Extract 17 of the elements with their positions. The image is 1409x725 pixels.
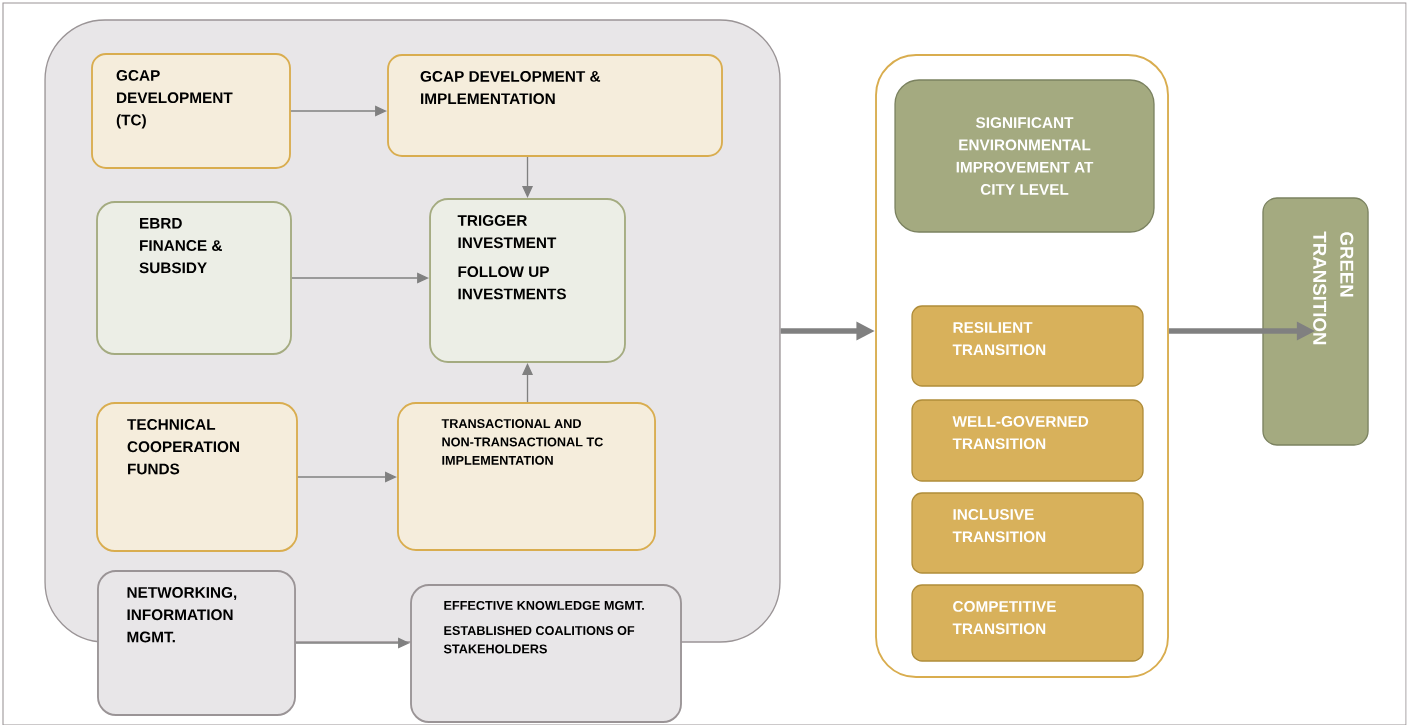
transition-box: COMPETITIVE TRANSITION bbox=[911, 584, 1144, 662]
process-box: TRIGGER INVESTMENT FOLLOW UP INVESTMENTS bbox=[429, 198, 626, 363]
process-box: NETWORKING, INFORMATION MGMT. bbox=[97, 570, 296, 716]
goal-box: GREEN TRANSITION bbox=[1262, 197, 1369, 446]
arrow bbox=[290, 105, 387, 117]
arrow bbox=[297, 471, 397, 483]
process-box: EBRD FINANCE & SUBSIDY bbox=[96, 201, 292, 355]
process-box: TECHNICAL COOPERATION FUNDS bbox=[96, 402, 298, 552]
arrow bbox=[295, 637, 410, 649]
transition-box: INCLUSIVE TRANSITION bbox=[911, 492, 1144, 574]
process-box: TRANSACTIONAL AND NON-TRANSACTIONAL TC IMPLEMENTATION bbox=[397, 402, 656, 551]
process-box: GCAP DEVELOPMENT & IMPLEMENTATION bbox=[387, 54, 723, 157]
transition-box: RESILIENT TRANSITION bbox=[911, 305, 1144, 387]
outcome-box: EFFECTIVE KNOWLEDGE MGMT. ESTABLISHED COALITIONS OF STAKEHOLDERS bbox=[410, 584, 682, 723]
transition-box: WELL-GOVERNED TRANSITION bbox=[911, 399, 1144, 482]
impact-box: SIGNIFICANT ENVIRONMENTAL IMPROVEMENT AT CITY LEVEL bbox=[894, 79, 1155, 233]
process-box: GCAP DEVELOPMENT (TC) bbox=[91, 53, 291, 169]
